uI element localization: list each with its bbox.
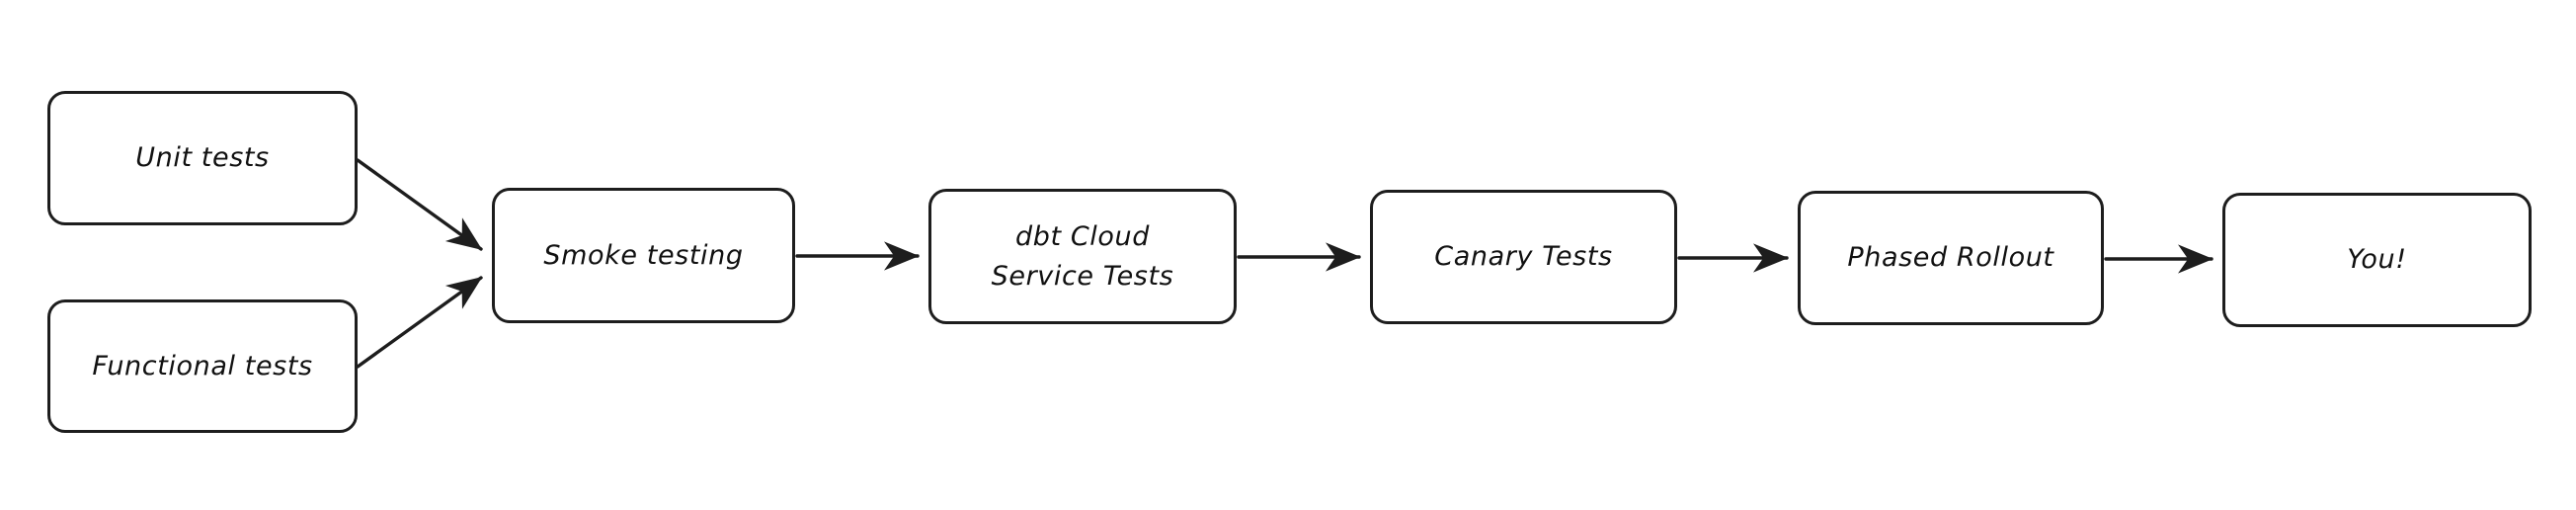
node-label: Functional tests (92, 350, 313, 382)
node-you[interactable]: You! (2222, 193, 2532, 327)
node-label: Unit tests (135, 142, 270, 174)
node-dbt-cloud-service-tests[interactable]: dbt Cloud Service Tests (928, 189, 1237, 324)
node-functional-tests[interactable]: Functional tests (47, 299, 358, 433)
node-unit-tests[interactable]: Unit tests (47, 91, 358, 225)
edge-functional-tests-to-smoke-testing (356, 276, 483, 369)
node-label: Canary Tests (1434, 241, 1613, 273)
node-label: Smoke testing (543, 239, 744, 271)
node-canary-tests[interactable]: Canary Tests (1370, 190, 1677, 324)
node-label: dbt Cloud Service Tests (991, 221, 1174, 292)
node-label: Phased Rollout (1847, 242, 2054, 274)
node-smoke-testing[interactable]: Smoke testing (492, 188, 795, 323)
node-label: You! (2347, 244, 2407, 276)
node-phased-rollout[interactable]: Phased Rollout (1798, 191, 2104, 325)
edge-unit-tests-to-smoke-testing (356, 158, 483, 251)
